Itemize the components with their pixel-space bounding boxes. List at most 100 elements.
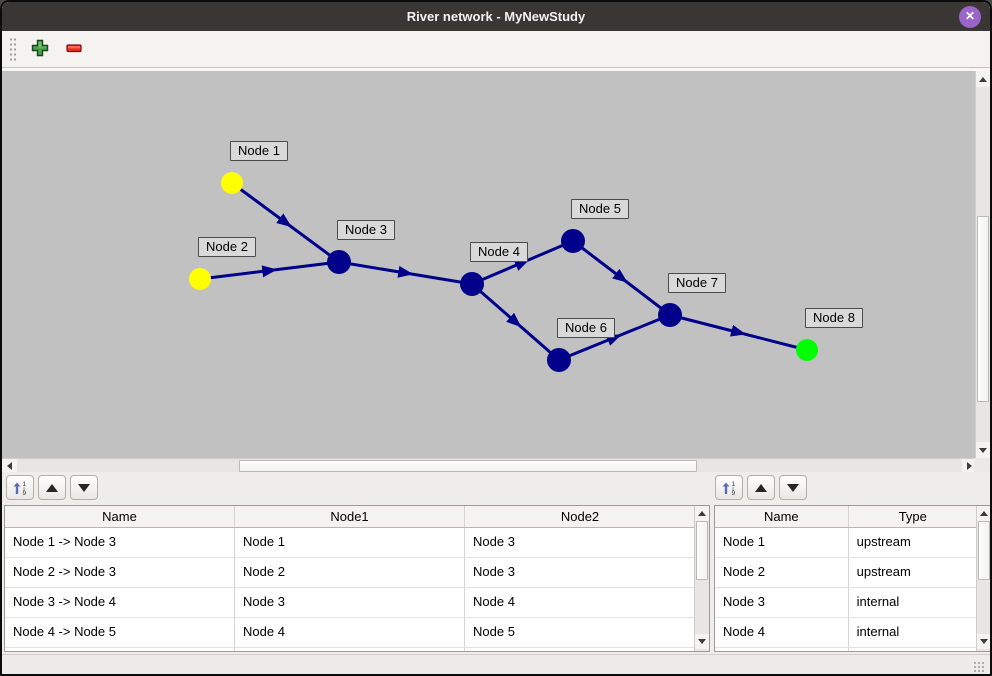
minus-icon [65,39,83,60]
river-node[interactable] [561,229,585,253]
arrow-right-icon [967,461,972,470]
column-header[interactable]: Name [5,506,235,527]
node-label[interactable]: Node 8 [805,308,863,328]
edges-table-scrollbar[interactable] [694,506,709,651]
arrow-up-icon [979,76,987,82]
river-reach-edge[interactable] [572,239,671,317]
table-cell: upstream [856,564,911,579]
river-reach-edge[interactable] [199,260,340,281]
table-cell: Node 2 [715,558,849,587]
table-cell [465,648,695,651]
vertical-scroll-thumb[interactable] [978,521,990,580]
table-row[interactable]: Node 1 upstream [715,528,977,558]
titlebar[interactable]: River network - MyNewStudy ✕ [2,2,990,31]
table-row[interactable] [5,648,695,651]
scroll-up-button[interactable] [976,71,990,87]
scroll-down-button[interactable] [695,634,709,649]
toolbar-grip-handle[interactable] [9,37,17,61]
column-header[interactable]: Node2 [560,509,600,524]
river-network-canvas[interactable]: Node 1 Node 2 Node 3 Node 4 Node 5 Node 6 Node… [2,71,979,458]
node-label[interactable]: Node 6 [557,318,615,338]
river-reach-edge[interactable] [471,239,574,286]
vertical-scroll-thumb[interactable] [696,521,708,580]
remove-node-button[interactable] [59,35,89,63]
river-reach-edge[interactable] [231,181,340,264]
scroll-down-button[interactable] [977,634,990,649]
node-label[interactable]: Node 7 [668,273,726,293]
river-node[interactable] [221,172,243,194]
triangle-down-icon [787,483,799,492]
vertical-scroll-thumb[interactable] [977,216,989,402]
table-cell: Node 3 [473,564,515,579]
arrow-down-icon [980,639,988,644]
river-node[interactable] [547,348,571,372]
river-node[interactable] [796,339,818,361]
nodes-move-up-button[interactable] [747,475,775,500]
sort-ascending-icon: 1 9 [13,481,27,496]
table-cell: Node 1 [715,528,849,557]
river-node[interactable] [460,272,484,296]
table-cell: Node 3 -> Node 4 [5,588,235,617]
svg-text:1: 1 [732,481,736,488]
table-row[interactable] [715,648,977,651]
arrow-up-icon [698,511,706,516]
table-cell [235,648,465,651]
table-cell: Node 4 [473,594,515,609]
node-label[interactable]: Node 4 [470,242,528,262]
close-button[interactable]: ✕ [959,5,981,28]
edges-sort-button[interactable]: 1 9 [6,475,34,500]
column-header[interactable]: Name [715,506,849,527]
toolbar [2,31,990,68]
toolbar-canvas-divider [2,68,990,71]
table-row[interactable]: Node 2 upstream [715,558,977,588]
nodes-move-down-button[interactable] [779,475,807,500]
arrow-left-icon [7,461,12,470]
nodes-sort-button[interactable]: 1 9 [715,475,743,500]
river-reach-edge[interactable] [338,260,473,286]
plus-icon [31,39,49,60]
scroll-down-button[interactable] [976,442,990,458]
river-reach-edge[interactable] [669,313,808,352]
canvas-horizontal-scrollbar[interactable] [2,458,978,472]
scroll-up-button[interactable] [695,506,709,521]
node-label[interactable]: Node 2 [198,237,256,257]
scroll-right-button[interactable] [962,459,977,472]
sort-ascending-icon: 1 9 [722,481,736,496]
window-resize-grip[interactable] [973,661,986,672]
status-bar [2,654,990,674]
river-reach-edge[interactable] [471,282,560,362]
node-label[interactable]: Node 1 [230,141,288,161]
edges-move-down-button[interactable] [70,475,98,500]
column-header[interactable]: Node1 [235,506,465,527]
table-cell [849,648,977,651]
river-network-graph[interactable] [2,71,979,458]
node-label[interactable]: Node 3 [337,220,395,240]
add-node-button[interactable] [25,35,55,63]
table-cell: Node 3 [473,534,515,549]
node-label[interactable]: Node 5 [571,199,629,219]
river-node[interactable] [327,250,351,274]
scroll-up-button[interactable] [977,506,990,521]
edges-move-up-button[interactable] [38,475,66,500]
column-header[interactable]: Type [898,509,927,524]
horizontal-scroll-thumb[interactable] [239,460,697,472]
table-cell: upstream [856,534,911,549]
river-node[interactable] [189,268,211,290]
nodes-table-scrollbar[interactable] [976,506,990,651]
window-title: River network - MyNewStudy [406,9,586,24]
river-node[interactable] [658,303,682,327]
canvas-vertical-scrollbar[interactable] [975,71,990,458]
triangle-down-icon [78,483,90,492]
table-cell: Node 3 [235,588,465,617]
scroll-left-button[interactable] [2,459,17,472]
